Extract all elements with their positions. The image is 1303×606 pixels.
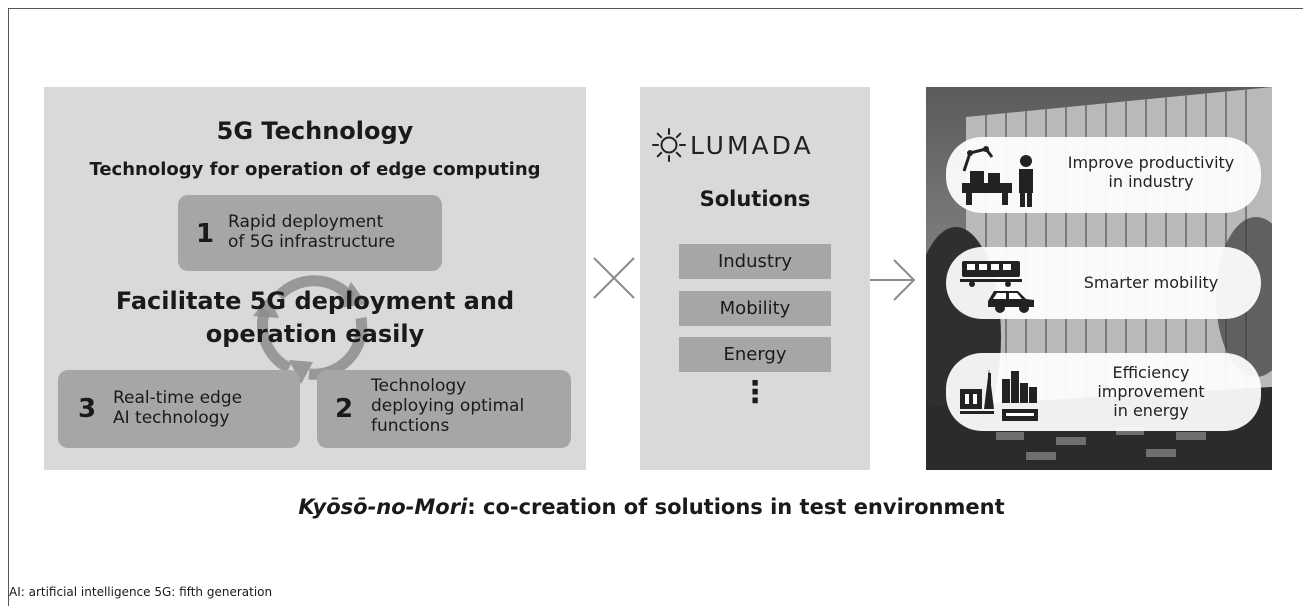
tech-item-line: Rapid deployment — [228, 212, 384, 232]
outcome-mobility-text: Smarter mobility — [1083, 273, 1219, 292]
outcome-line: in energy — [1113, 401, 1189, 420]
tech-item-line: AI technology — [113, 408, 230, 428]
arrow-right-icon — [870, 259, 916, 301]
cycle-arrows-icon — [253, 275, 368, 384]
more-solutions-ellipsis: ⋮ — [740, 375, 770, 410]
building-photo: Improve productivity in industry Smarter… — [926, 87, 1272, 470]
times-icon — [593, 257, 635, 299]
tech-item-2: 2 Technology deploying optimal functions — [317, 370, 571, 448]
outcome-line: Improve productivity — [1067, 153, 1235, 172]
caption-rest: : co-creation of solutions in test envir… — [467, 495, 1005, 519]
figure-caption: Kyōsō-no-Mori: co-creation of solutions … — [0, 495, 1303, 519]
solution-item-industry: Industry — [679, 244, 831, 279]
outcome-line: in industry — [1108, 172, 1194, 191]
figure-frame — [8, 8, 1303, 606]
tech-item-number: 1 — [196, 219, 215, 249]
power-plant-city-icon — [960, 369, 1038, 421]
solutions-panel: LUMADA Solutions Industry Mobility Energ… — [640, 87, 870, 470]
sun-icon — [652, 128, 686, 162]
facilitate-text: Facilitate 5G deployment and operation e… — [44, 285, 586, 351]
facilitate-line: Facilitate 5G deployment and — [115, 287, 515, 315]
outcome-line: Efficiency — [1112, 363, 1190, 382]
outcome-industry: Improve productivity in industry — [946, 137, 1261, 213]
solutions-title: Solutions — [699, 187, 811, 211]
outcome-mobility: Smarter mobility — [946, 247, 1261, 319]
outcome-industry-text: Improve productivity in industry — [1046, 153, 1256, 191]
lumada-logo-text: LUMADA — [690, 130, 814, 160]
tech-item-number: 2 — [335, 394, 354, 424]
technology-title: 5G Technology — [216, 117, 414, 145]
outcome-energy: Efficiency improvement in energy — [946, 353, 1261, 431]
tech-item-3: 3 Real-time edge AI technology — [58, 370, 300, 448]
train-car-icon — [960, 261, 1034, 313]
tech-item-line: Real-time edge — [113, 388, 243, 408]
tech-item-text: Rapid deployment of 5G infrastructure — [228, 212, 395, 252]
tech-item-line: Technology — [371, 376, 467, 396]
outcome-energy-text: Efficiency improvement in energy — [1046, 363, 1256, 420]
factory-robot-icon — [962, 146, 1033, 207]
solution-item-energy: Energy — [679, 337, 831, 372]
outcome-line: improvement — [1097, 382, 1205, 401]
tech-item-text: Real-time edge AI technology — [113, 388, 242, 428]
lumada-logo: LUMADA — [652, 125, 862, 165]
tech-item-1: 1 Rapid deployment of 5G infrastructure — [178, 195, 442, 271]
tech-item-text: Technology deploying optimal functions — [371, 376, 524, 436]
tech-item-line: functions — [371, 416, 450, 436]
tech-item-number: 3 — [78, 394, 97, 424]
footnote: AI: artificial intelligence 5G: fifth ge… — [9, 585, 273, 599]
solution-item-mobility: Mobility — [679, 291, 831, 326]
tech-item-line: deploying optimal — [371, 396, 525, 416]
technology-subtitle: Technology for operation of edge computi… — [89, 159, 541, 180]
tech-item-line: of 5G infrastructure — [228, 232, 396, 252]
caption-italic: Kyōsō-no-Mori — [298, 495, 468, 519]
facilitate-line: operation easily — [205, 320, 425, 348]
technology-panel: 5G Technology Technology for operation o… — [44, 87, 586, 470]
